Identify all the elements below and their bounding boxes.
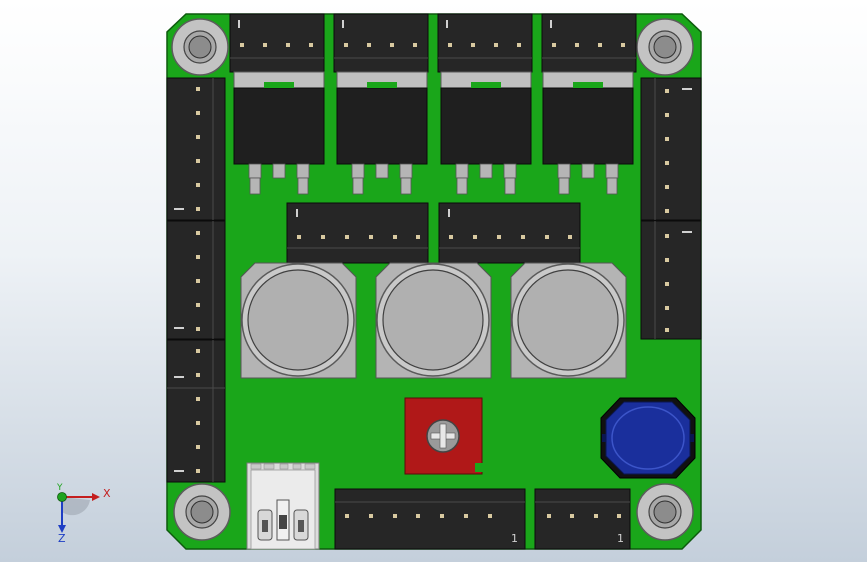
- bottom-connector-left[interactable]: 1: [334, 488, 526, 550]
- mounting-hole-icon[interactable]: [173, 483, 231, 541]
- bottom-connector-right[interactable]: 1: [534, 488, 631, 550]
- z-axis-label: Z: [58, 532, 66, 545]
- pin1-marker: 1: [511, 532, 518, 545]
- middle-connector-right[interactable]: [438, 202, 581, 264]
- left-connector-upper[interactable]: [166, 77, 226, 221]
- power-inductor-icon[interactable]: [600, 397, 696, 479]
- top-connector-2[interactable]: [333, 13, 429, 73]
- right-connector-upper[interactable]: [640, 77, 702, 221]
- trimmer-potentiometer-icon[interactable]: [404, 397, 484, 475]
- electrolytic-capacitor-icon[interactable]: [510, 262, 627, 379]
- right-connector-lower[interactable]: [640, 220, 702, 340]
- pin1-marker: 1: [617, 532, 624, 545]
- usb-connector-icon[interactable]: [246, 462, 320, 550]
- mosfet-icon[interactable]: [440, 71, 532, 195]
- mounting-hole-icon[interactable]: [636, 483, 694, 541]
- mounting-hole-icon[interactable]: [636, 18, 694, 76]
- left-connector-middle[interactable]: [166, 220, 226, 340]
- electrolytic-capacitor-icon[interactable]: [240, 262, 357, 379]
- top-connector-4[interactable]: [541, 13, 637, 73]
- top-connector-1[interactable]: [229, 13, 325, 73]
- mosfet-icon[interactable]: [542, 71, 634, 195]
- x-axis-label: X: [103, 487, 111, 500]
- mounting-hole-icon[interactable]: [171, 18, 229, 76]
- mosfet-icon[interactable]: [336, 71, 428, 195]
- mosfet-icon[interactable]: [233, 71, 325, 195]
- left-connector-lower[interactable]: [166, 339, 226, 483]
- y-axis-label: Y: [56, 483, 63, 493]
- electrolytic-capacitor-icon[interactable]: [375, 262, 492, 379]
- coordinate-triad-icon[interactable]: X Y Z: [56, 483, 111, 545]
- middle-connector-left[interactable]: [286, 202, 429, 264]
- top-connector-3[interactable]: [437, 13, 533, 73]
